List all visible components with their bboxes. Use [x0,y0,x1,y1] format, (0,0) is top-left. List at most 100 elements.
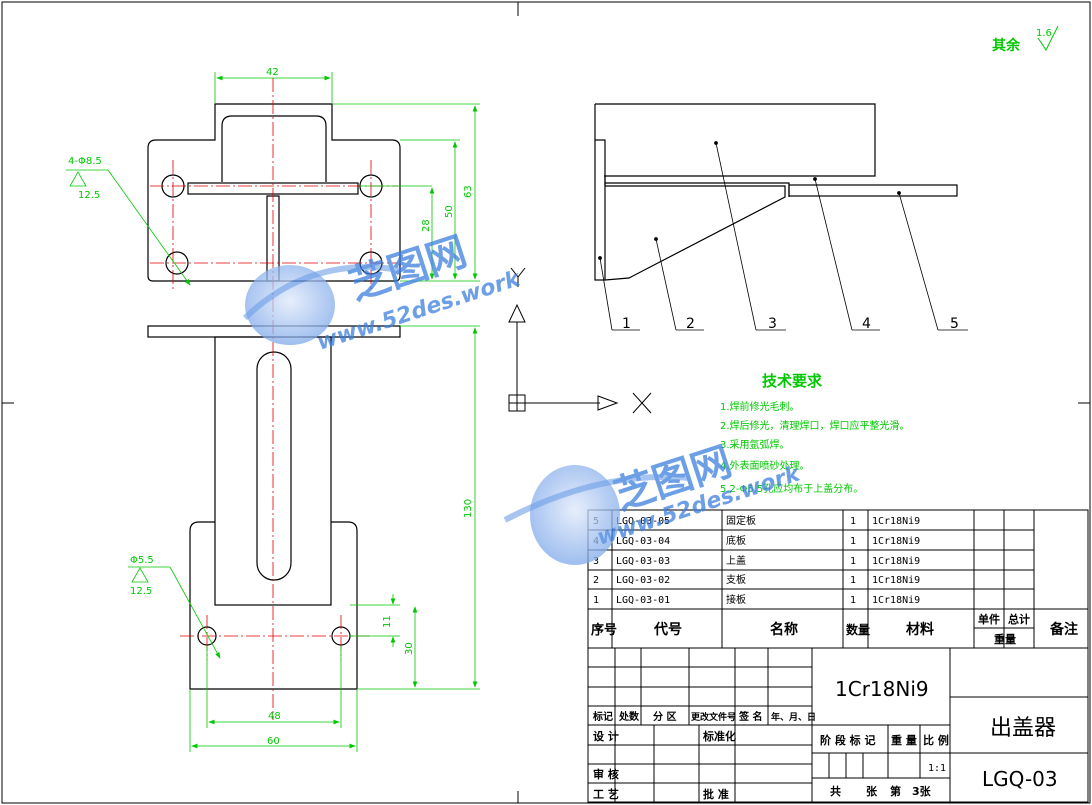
globe-logo-icon [530,465,620,565]
tb-sheet-no: 3张 [912,784,932,798]
tb-sheet-label: 第 [890,784,901,798]
hole-callout-top: 4-Φ8.5 [68,156,102,167]
bom-material: 1Cr18Ni9 [872,556,920,567]
tech-req-2: 2.焊后修光，清理焊口，焊口应平整光滑。 [720,419,910,432]
hole-callout-bottom: Φ5.5 [130,555,154,566]
roughness-check-icon [1037,25,1059,51]
tech-req-4: 4.外表面喷砂处理。 [720,459,810,472]
bom-code: LGQ-03-02 [616,575,670,586]
bom-code: LGQ-03-03 [616,556,670,567]
bom-code: LGQ-03-01 [616,595,670,606]
axis-y-label: Y [0,0,1,1]
bom-material: 1Cr18Ni9 [872,595,920,606]
tb-rev-label-2: 分 区 [653,710,676,723]
bom-header-name: 名称 [770,621,798,638]
title-block-grid [587,647,1089,803]
tb-rev-label-1: 处数 [618,710,640,723]
dim-28: 28 [421,219,432,232]
bom-qty: 1 [850,556,856,567]
hole-rough-top: 12.5 [78,190,100,201]
bom-rows: 5 LGQ-03-05 固定板 1 1Cr18Ni9 4 LGQ-03-04 底… [593,514,920,606]
roughness-value: 1.6 [1036,28,1052,39]
dim-11: 11 [382,615,393,628]
dimension-texts: 42 4-Φ8.5 12.5 28 50 63 130 Φ5.5 12.5 11… [68,67,474,747]
bom-header-remark: 备注 [1049,621,1078,638]
axis-x-label: X [0,0,1,1]
dim-30: 30 [404,642,415,655]
balloon-5: 5 [950,316,959,332]
bom-name: 固定板 [726,514,756,527]
dim-130: 130 [463,499,474,518]
bom-no: 3 [593,556,599,567]
bom-header-material: 材料 [906,621,934,638]
side-view-leaders [598,141,968,331]
tb-review: 审 核 [593,767,619,781]
dim-63: 63 [463,185,474,198]
tb-part-name: 出盖器 [990,716,1056,741]
table-row: 1 LGQ-03-01 接板 1 1Cr18Ni9 [593,593,920,606]
tb-sheets-total: 共 [830,784,841,798]
hole-rough-bottom: 12.5 [130,586,152,597]
tb-rev-label-5: 年、月、日 [771,711,816,723]
roughness-symbol: 其余 1.6 [992,25,1059,54]
bom-name: 上盖 [726,554,746,567]
bom-header-qty: 数量 [846,622,870,637]
side-view [594,103,958,281]
bom-qty: 1 [850,516,856,527]
tb-weight-label: 重 量 [891,733,917,747]
dim-50: 50 [444,205,455,218]
tb-approve: 批 准 [703,787,729,801]
roughness-label: 其余 [992,37,1021,54]
bom-qty: 1 [850,536,856,547]
table-row: 2 LGQ-03-02 支板 1 1Cr18Ni9 [593,573,920,586]
globe-logo-icon [245,265,335,345]
bom-header-weight: 重量 [994,632,1016,646]
dim-42: 42 [266,67,279,78]
tech-req-5: 5.2-Φ5.5孔应均布于上盖分布。 [720,482,863,495]
balloon-3: 3 [768,316,777,332]
balloon-1: 1 [622,316,631,332]
tb-scale: 1:1 [928,763,946,774]
dimension-lines [66,72,480,752]
balloon-4: 4 [862,316,871,332]
tb-standardize: 标准化 [702,729,736,743]
ucs-axis-icon [508,267,652,414]
bom-name: 支板 [726,573,746,586]
tech-req-3: 3.采用氩弧焊。 [720,438,790,451]
tb-rev-label-3: 更改文件号 [691,711,736,723]
tech-requirements: 技术要求 1.焊前修光毛刺。 2.焊后修光，清理焊口，焊口应平整光滑。 3.采用… [720,372,910,495]
bom-code: LGQ-03-04 [616,536,670,547]
tb-rev-label-4: 签 名 [738,710,762,723]
center-lines [150,78,398,720]
tb-drawing-no: LGQ-03 [982,767,1058,791]
bom-header-code: 代号 [653,621,682,638]
tech-req-title: 技术要求 [762,372,823,390]
front-view: 42 4-Φ8.5 12.5 28 50 63 130 Φ5.5 12.5 11… [66,67,480,752]
bom-qty: 1 [850,575,856,586]
bom-material: 1Cr18Ni9 [872,575,920,586]
bom-no: 2 [593,575,599,586]
table-row: 3 LGQ-03-03 上盖 1 1Cr18Ni9 [593,554,920,567]
bom-material: 1Cr18Ni9 [872,536,920,547]
bom-header: 序号 代号 名称 数量 材料 单件 总计 重量 备注 [591,612,1078,646]
bom-qty: 1 [850,595,856,606]
tb-rev-label-0: 标记 [592,710,613,723]
dim-48: 48 [268,711,281,722]
title-block-texts: 1Cr18Ni9 出盖器 LGQ-03 标记 处数 分 区 更改文件号 签 名 … [592,677,1058,801]
bom-header-unit: 单件 [978,612,1000,626]
bom-no: 1 [593,595,599,606]
dim-60: 60 [267,736,280,747]
bom-header-total: 总计 [1008,612,1030,626]
tb-sheets-unit: 张 [866,784,878,798]
side-view-balloons: 1 2 3 4 5 [622,316,959,332]
top-plate-outline [147,103,401,282]
bom-name: 底板 [726,534,746,547]
tb-scale-label: 比 例 [923,733,949,747]
tb-stage-label: 阶 段 标 记 [820,733,876,747]
tb-design: 设 计 [593,729,619,743]
tech-req-1: 1.焊前修光毛刺。 [720,400,800,413]
bom-code: LGQ-03-05 [616,516,670,527]
balloon-2: 2 [686,316,695,332]
